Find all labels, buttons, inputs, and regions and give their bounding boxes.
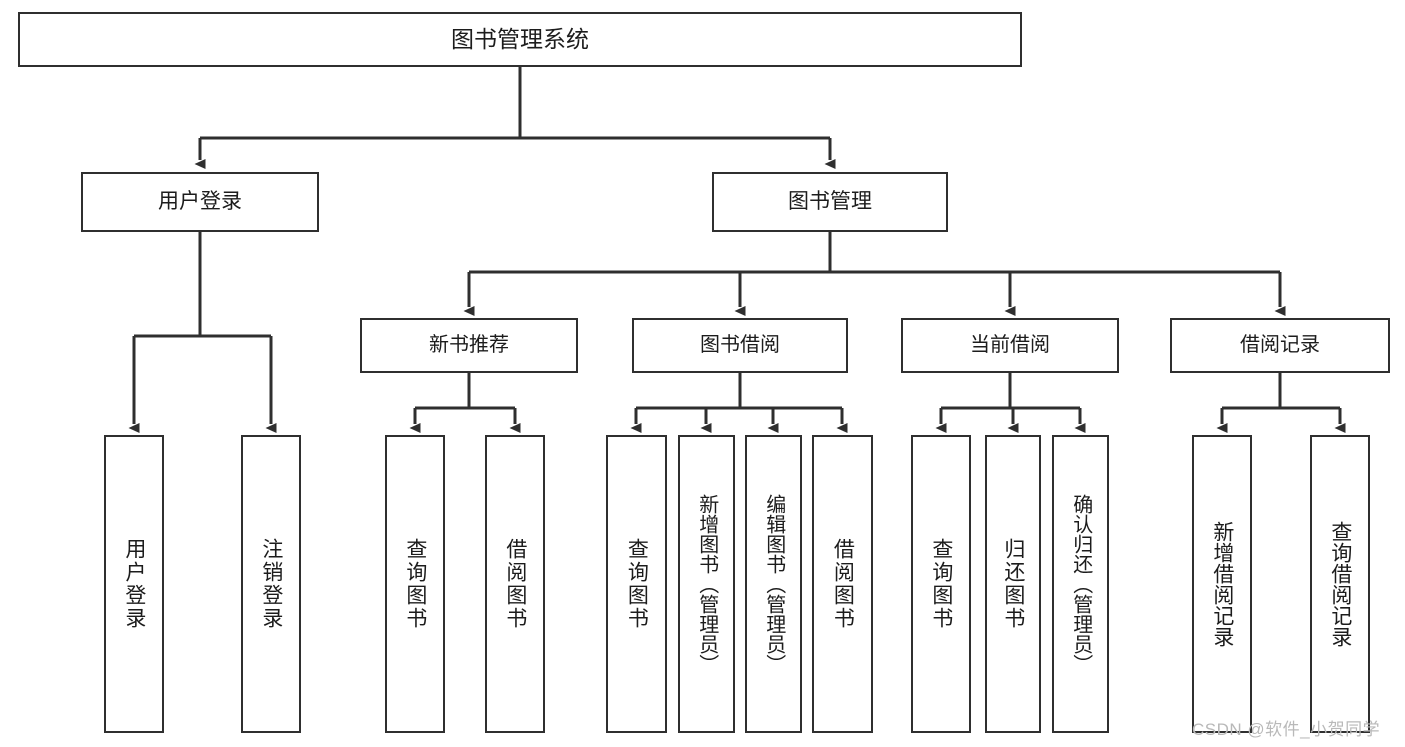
watermark: CSDN @软件_小贺同学 [1192,720,1381,739]
node-leaf-add-record-label: 新增借阅记录 [1210,521,1234,647]
node-leaf-query-book-1[interactable]: 查询图书 [385,435,445,733]
node-current-borrow[interactable]: 当前借阅 [901,318,1119,373]
node-borrow-record-label: 借阅记录 [1240,334,1320,357]
node-book-manage[interactable]: 图书管理 [712,172,948,232]
node-leaf-add-book-label: 新增图书（管理员） [695,494,718,674]
node-leaf-query-book-2[interactable]: 查询图书 [606,435,667,733]
node-leaf-borrow-book-1-label: 借阅图书 [503,538,527,630]
node-leaf-logout[interactable]: 注销登录 [241,435,301,733]
node-leaf-confirm-return-label: 确认归还（管理员） [1069,494,1092,674]
node-leaf-borrow-book-2-label: 借阅图书 [831,538,855,630]
node-borrow-record[interactable]: 借阅记录 [1170,318,1390,373]
node-leaf-edit-book[interactable]: 编辑图书（管理员） [745,435,802,733]
node-user-login-label: 用户登录 [158,190,242,214]
node-leaf-query-record-label: 查询借阅记录 [1328,521,1352,647]
node-leaf-add-record[interactable]: 新增借阅记录 [1192,435,1252,733]
node-leaf-borrow-book-2[interactable]: 借阅图书 [812,435,873,733]
node-root-label: 图书管理系统 [451,26,589,53]
node-leaf-add-book[interactable]: 新增图书（管理员） [678,435,735,733]
node-leaf-borrow-book-1[interactable]: 借阅图书 [485,435,545,733]
node-root[interactable]: 图书管理系统 [18,12,1022,67]
node-book-borrow-label: 图书借阅 [700,334,780,357]
node-user-login[interactable]: 用户登录 [81,172,319,232]
node-new-book-recommend[interactable]: 新书推荐 [360,318,578,373]
node-new-book-recommend-label: 新书推荐 [429,334,509,357]
node-book-borrow[interactable]: 图书借阅 [632,318,848,373]
node-leaf-edit-book-label: 编辑图书（管理员） [762,494,785,674]
node-leaf-user-login[interactable]: 用户登录 [104,435,164,733]
node-leaf-return-book[interactable]: 归还图书 [985,435,1041,733]
node-leaf-logout-label: 注销登录 [259,538,283,630]
node-leaf-query-book-2-label: 查询图书 [625,538,649,630]
node-leaf-confirm-return[interactable]: 确认归还（管理员） [1052,435,1109,733]
node-leaf-query-book-1-label: 查询图书 [403,538,427,630]
node-leaf-query-book-3[interactable]: 查询图书 [911,435,971,733]
node-leaf-query-book-3-label: 查询图书 [929,538,953,630]
node-leaf-user-login-label: 用户登录 [122,538,146,630]
node-book-manage-label: 图书管理 [788,190,872,214]
node-leaf-return-book-label: 归还图书 [1001,538,1025,630]
node-current-borrow-label: 当前借阅 [970,334,1050,357]
node-leaf-query-record[interactable]: 查询借阅记录 [1310,435,1370,733]
